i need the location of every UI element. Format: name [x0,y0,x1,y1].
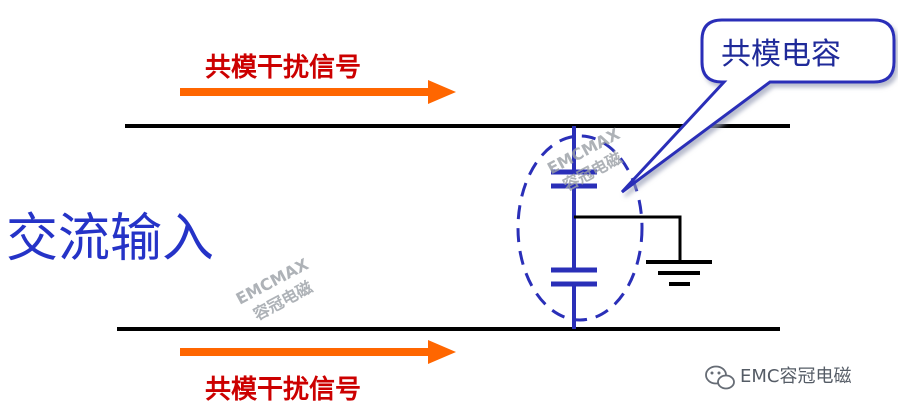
ac-input-label: 交流输入 [6,209,214,269]
top-signal-arrow [180,80,456,104]
callout-label: 共模电容 [721,37,841,72]
wechat-icon [705,365,735,390]
bottom-signal-label: 共模干扰信号 [205,375,361,405]
common-mode-capacitors [551,126,597,329]
watermark-left: EMCMAX 容冠电磁 [233,254,316,324]
brand-text: EMC容冠电磁 [740,366,851,387]
capacitor-highlight-ellipse [516,134,644,322]
callout-bubble [620,18,896,194]
top-signal-label: 共模干扰信号 [205,53,361,83]
bottom-signal-arrow [180,340,456,364]
ground-symbol [574,215,712,286]
